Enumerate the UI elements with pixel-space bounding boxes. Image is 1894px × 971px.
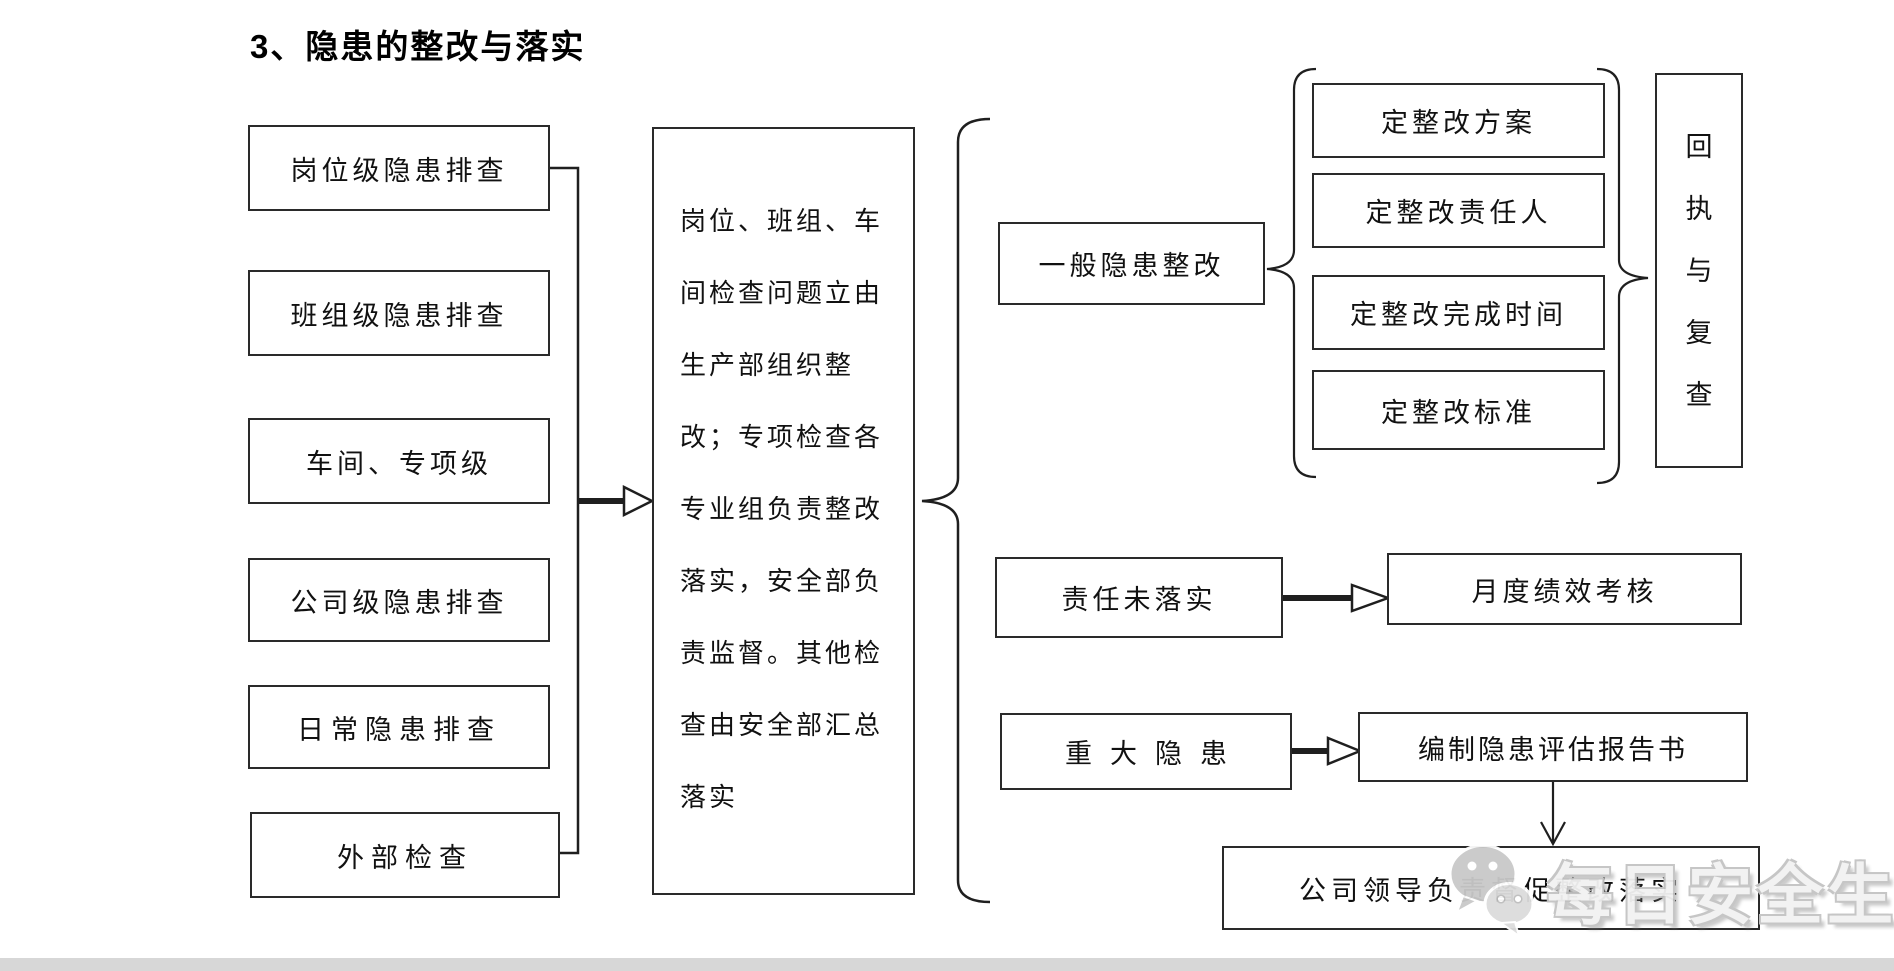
node-label: 岗位级隐患排查 xyxy=(290,155,508,186)
node-receipt-and-recheck: 回执与复查 xyxy=(1655,73,1743,468)
node-label: 公司级隐患排查 xyxy=(290,587,508,618)
node-rectification-standard: 定整改标准 xyxy=(1312,370,1605,450)
node-responsible-person: 定整改责任人 xyxy=(1312,173,1605,248)
node-label: 定整改方案 xyxy=(1381,108,1536,138)
node-label: 定整改完成时间 xyxy=(1350,300,1567,330)
node-hazard-assessment-report: 编制隐患评估报告书 xyxy=(1358,712,1748,782)
node-monthly-performance-assessment: 月度绩效考核 xyxy=(1387,553,1742,625)
center-right-big-brace xyxy=(921,117,991,904)
node-label: 定整改责任人 xyxy=(1365,198,1552,228)
node-label: 班组级隐患排查 xyxy=(290,300,508,331)
node-label: 公司领导负责督促整改落实 xyxy=(1299,875,1683,906)
node-label: 外部检查 xyxy=(337,842,473,873)
node-responsibility-unfulfilled: 责任未落实 xyxy=(995,557,1283,638)
node-rectification-plan: 定整改方案 xyxy=(1312,83,1605,158)
left-column-connector-line xyxy=(550,166,580,855)
node-label: 回执与复查 xyxy=(1685,131,1713,410)
node-label: 车间、专项级 xyxy=(306,448,492,479)
node-external-check: 外部检查 xyxy=(250,812,560,898)
node-label: 编制隐患评估报告书 xyxy=(1418,734,1688,765)
node-general-rectification: 一般隐患整改 xyxy=(998,222,1265,305)
node-daily-check: 日常隐患排查 xyxy=(248,685,550,769)
page-bottom-divider xyxy=(0,958,1894,971)
node-major-hazard: 重大隐患 xyxy=(1000,713,1292,790)
node-label: 一般隐患整改 xyxy=(1038,251,1225,281)
node-team-level-check: 班组级隐患排查 xyxy=(248,270,550,356)
node-label: 定整改标准 xyxy=(1381,397,1536,428)
node-leader-supervision: 公司领导负责督促整改落实 xyxy=(1222,846,1760,930)
arrow-unfulfilled-head xyxy=(1350,583,1392,613)
node-label: 重大隐患 xyxy=(1065,739,1245,769)
node-completion-time: 定整改完成时间 xyxy=(1312,275,1605,350)
node-rectification-process: 岗位、班组、车间检查问题立由生产部组织整改；专项检查各专业组负责整改落实，安全部… xyxy=(652,127,915,895)
node-label: 责任未落实 xyxy=(1061,585,1217,615)
node-company-level-check: 公司级隐患排查 xyxy=(248,558,550,642)
arrow-major-head xyxy=(1326,736,1364,766)
node-label: 月度绩效考核 xyxy=(1471,576,1658,607)
process-description: 岗位、班组、车间检查问题立由生产部组织整改；专项检查各专业组负责整改落实，安全部… xyxy=(680,206,884,812)
page-title: 3、隐患的整改与落实 xyxy=(250,28,586,65)
items-right-brace xyxy=(1596,67,1649,485)
arrow-to-center-head xyxy=(622,484,655,518)
node-post-level-check: 岗位级隐患排查 xyxy=(248,125,550,211)
node-workshop-special-level: 车间、专项级 xyxy=(248,418,550,504)
items-left-brace xyxy=(1266,67,1317,479)
arrow-report-down xyxy=(1540,782,1566,847)
node-label: 日常隐患排查 xyxy=(297,714,501,745)
